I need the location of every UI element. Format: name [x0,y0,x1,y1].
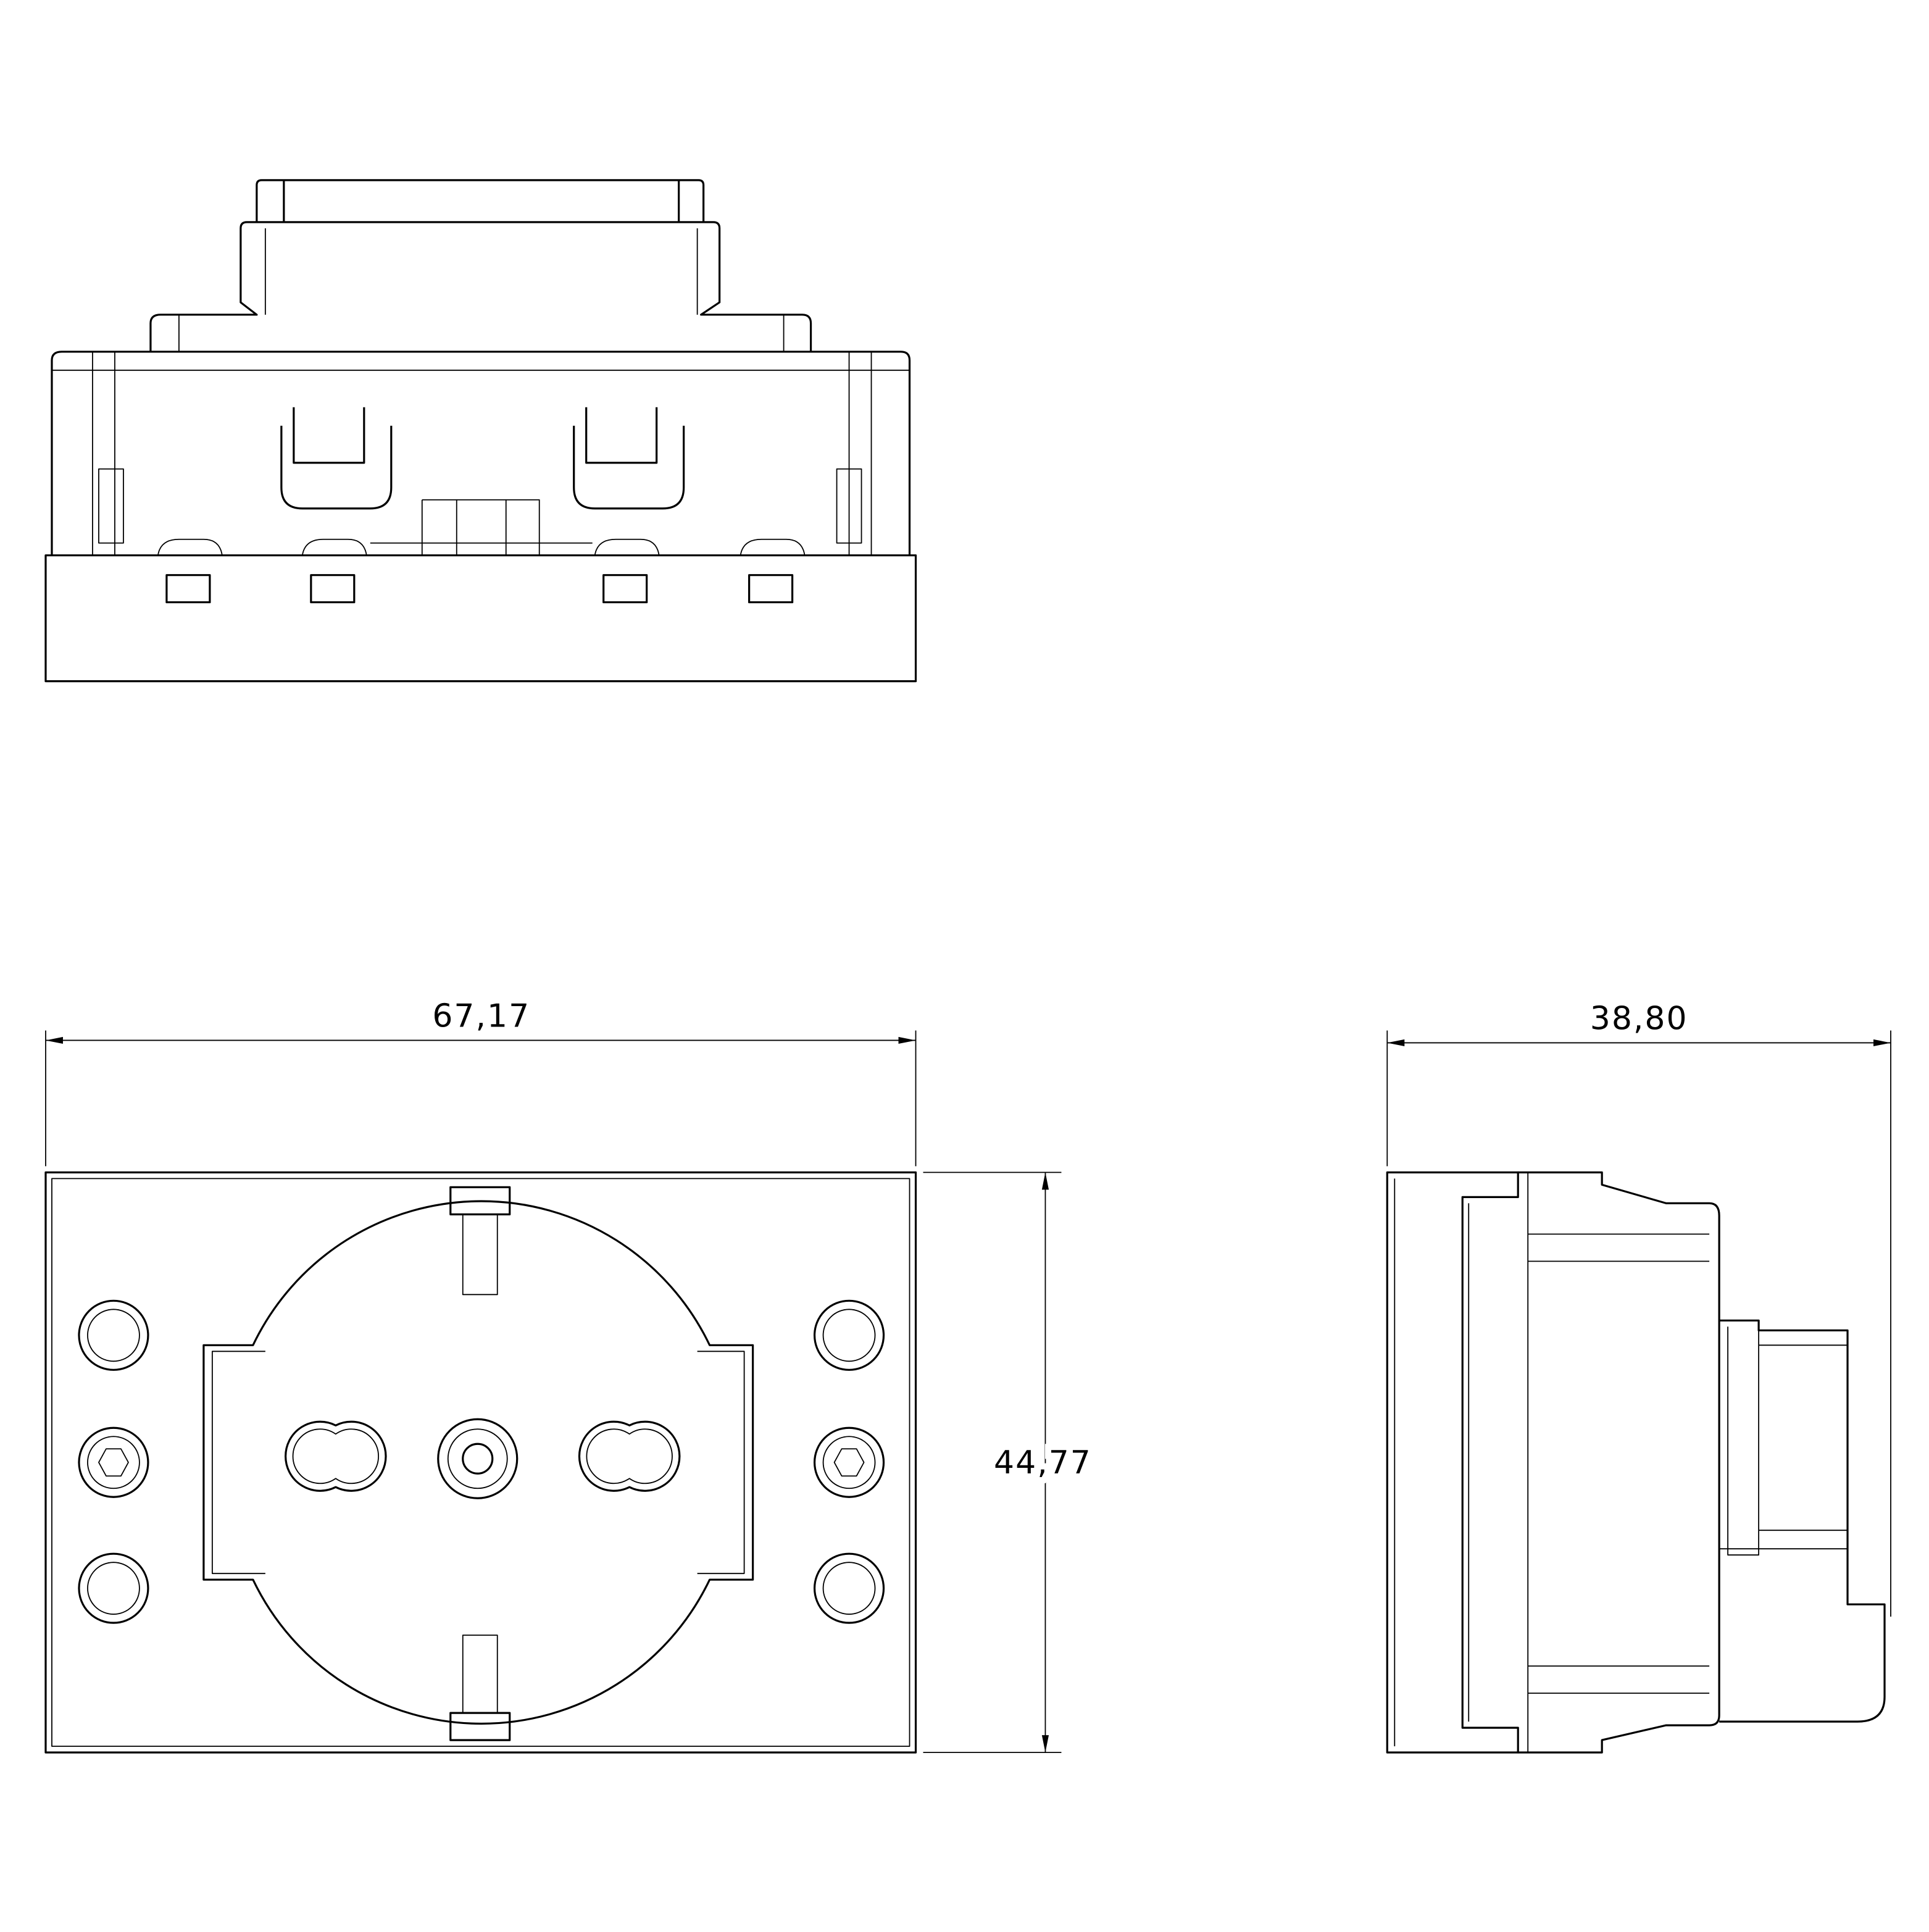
socket-hole-right [578,1420,681,1492]
front-view: 67,17 44,77 [44,997,1097,1754]
clip-left [280,407,393,510]
width-dimension: 67,17 [432,997,530,1035]
socket-hole-left [285,1420,387,1492]
depth-dimension: 38,80 [1590,1000,1688,1037]
clip-right [573,407,685,510]
top-view [44,179,917,683]
side-view: 38,80 [1386,1000,1891,1754]
screw-holes [78,1299,885,1624]
earth-hole [437,1418,519,1499]
height-dimension: 44,77 [994,1444,1092,1481]
